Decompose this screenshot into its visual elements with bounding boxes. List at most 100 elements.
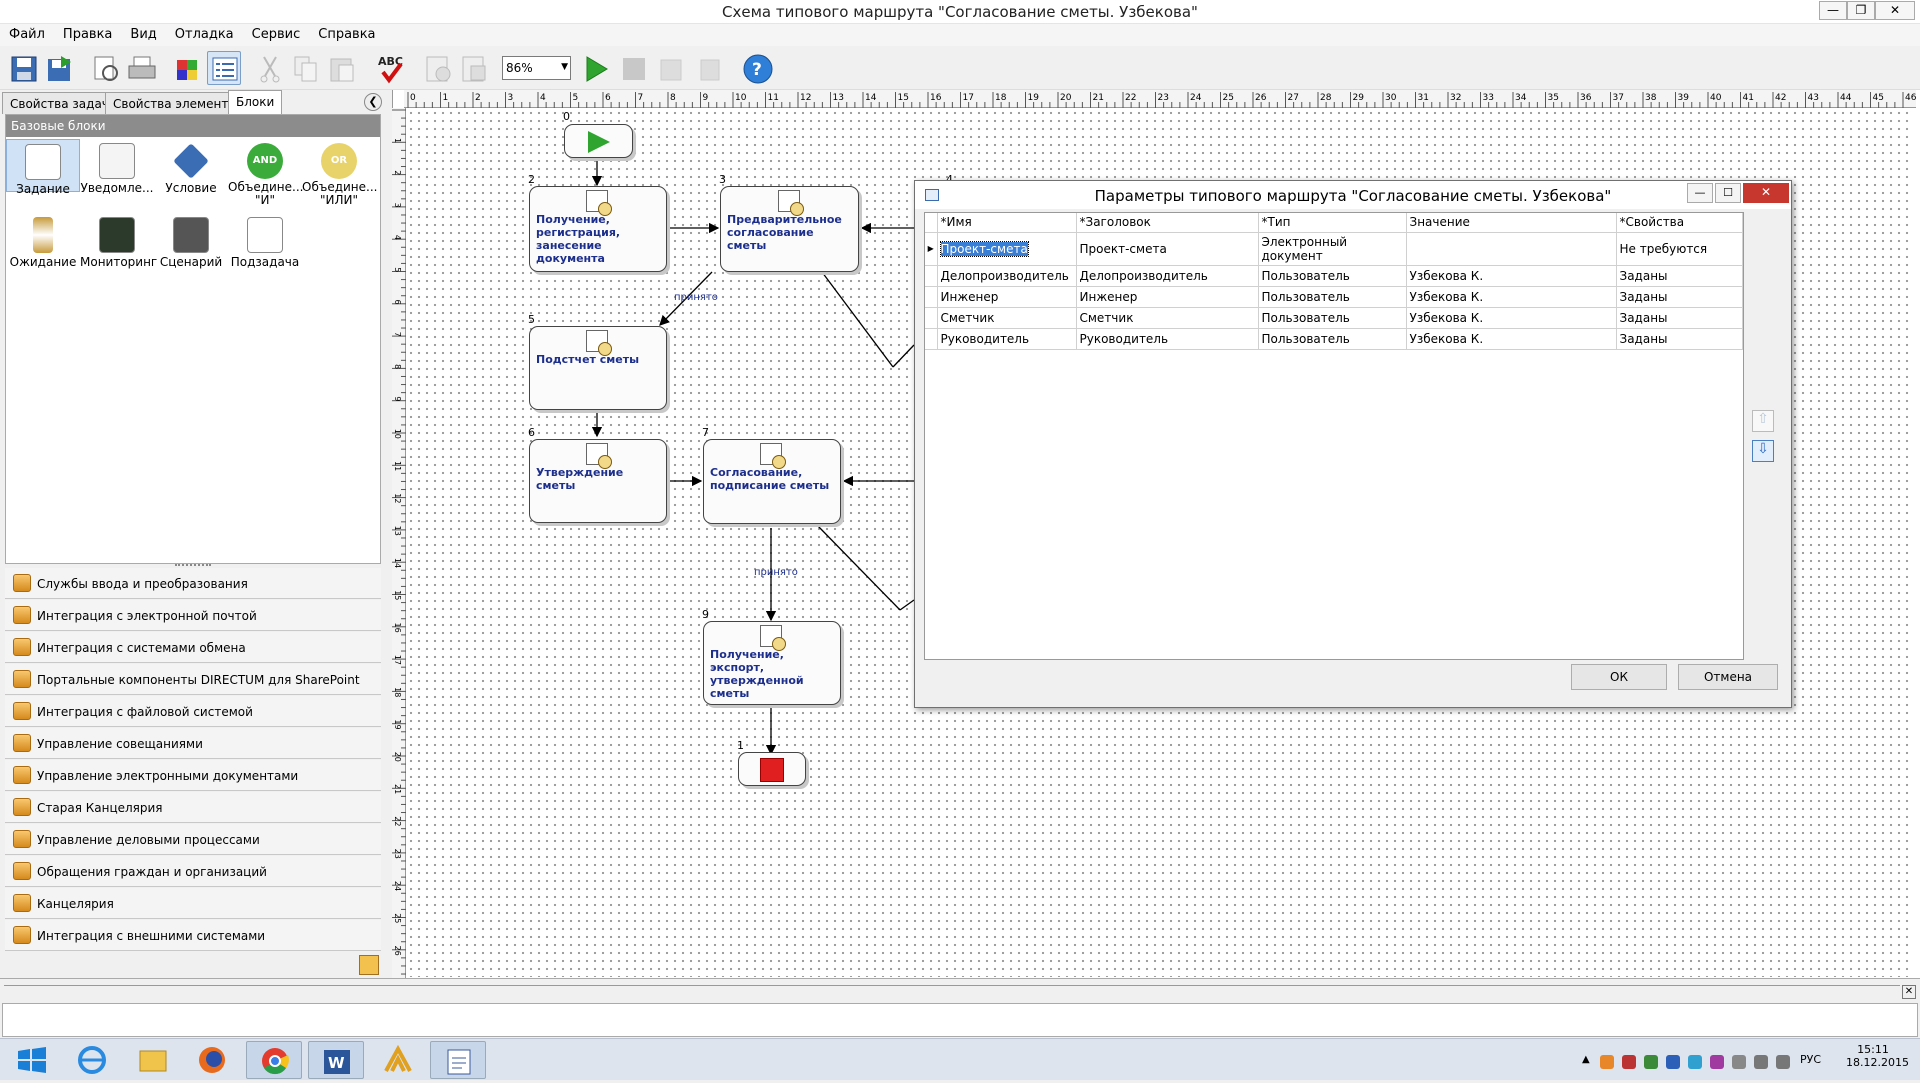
- table-cell[interactable]: [1406, 232, 1617, 266]
- copy-icon[interactable]: [288, 51, 322, 85]
- category-item[interactable]: Интеграция с системами обмена: [5, 632, 381, 663]
- tray-app-icon[interactable]: [1710, 1055, 1724, 1069]
- horizontal-scrollbar[interactable]: [4, 985, 1900, 993]
- dialog-close-button[interactable]: ✕: [1743, 183, 1789, 203]
- verify-icon[interactable]: [420, 51, 454, 85]
- category-item[interactable]: Службы ввода и преобразования: [5, 568, 381, 599]
- file-explorer-icon[interactable]: [124, 1041, 180, 1079]
- print-icon[interactable]: [124, 51, 158, 85]
- dialog-minimize-button[interactable]: —: [1687, 183, 1713, 203]
- category-item[interactable]: Интеграция с внешними системами: [5, 920, 381, 951]
- parameters-table[interactable]: *Имя *Заголовок *Тип Значение *Свойства …: [924, 212, 1744, 660]
- category-item[interactable]: Канцелярия: [5, 888, 381, 919]
- table-cell[interactable]: Проект-смета: [1076, 232, 1259, 266]
- block-subtask[interactable]: Подзадача: [228, 213, 302, 269]
- menu-help[interactable]: Справка: [318, 27, 376, 42]
- category-item[interactable]: Управление совещаниями: [5, 728, 381, 759]
- step-icon[interactable]: [654, 51, 688, 85]
- tray-app-icon[interactable]: [1644, 1055, 1658, 1069]
- block-condition[interactable]: Условие: [154, 139, 228, 195]
- category-settings-icon[interactable]: [359, 955, 379, 975]
- help-icon[interactable]: ?: [740, 51, 774, 85]
- table-cell[interactable]: Пользователь: [1258, 328, 1407, 350]
- tray-app-icon[interactable]: [1688, 1055, 1702, 1069]
- node-estimate-count[interactable]: Подстчет сметы: [529, 326, 667, 410]
- internet-explorer-icon[interactable]: [64, 1041, 120, 1079]
- ok-button[interactable]: ОК: [1571, 664, 1667, 690]
- category-item[interactable]: Интеграция с электронной почтой: [5, 600, 381, 631]
- table-cell[interactable]: Заданы: [1616, 286, 1743, 308]
- category-item[interactable]: Интеграция с файловой системой: [5, 696, 381, 727]
- menu-file[interactable]: Файл: [9, 27, 45, 42]
- column-header[interactable]: *Тип: [1258, 213, 1407, 233]
- end-node[interactable]: [738, 752, 806, 786]
- zoom-select[interactable]: 86%▼: [502, 56, 571, 80]
- tab-blocks[interactable]: Блоки: [228, 90, 283, 114]
- windows-start-icon[interactable]: [4, 1041, 60, 1079]
- start-node[interactable]: [564, 124, 633, 158]
- node-approval-signing[interactable]: Согласование, подписание сметы: [703, 439, 841, 524]
- collapse-panel-icon[interactable]: ❮: [364, 93, 382, 111]
- chrome-icon[interactable]: [246, 1041, 302, 1079]
- block-monitoring[interactable]: Мониторинг: [80, 213, 157, 269]
- table-cell[interactable]: Инженер: [1076, 286, 1259, 308]
- table-cell[interactable]: Узбекова К.: [1406, 286, 1617, 308]
- table-cell[interactable]: Делопроизводитель: [1076, 265, 1259, 287]
- tray-app-icon[interactable]: [1622, 1055, 1636, 1069]
- paste-icon[interactable]: [324, 51, 358, 85]
- run-icon[interactable]: [578, 51, 612, 85]
- category-item[interactable]: Управление электронными документами: [5, 760, 381, 791]
- table-cell[interactable]: Пользователь: [1258, 307, 1407, 329]
- category-item[interactable]: Старая Канцелярия: [5, 792, 381, 823]
- menu-view[interactable]: Вид: [130, 27, 157, 42]
- properties-icon[interactable]: [170, 51, 204, 85]
- minimize-button[interactable]: —: [1819, 1, 1847, 20]
- cancel-button[interactable]: Отмена: [1678, 664, 1778, 690]
- node-estimate-approve[interactable]: Утверждение сметы: [529, 439, 667, 523]
- report-icon[interactable]: [456, 51, 490, 85]
- category-item[interactable]: Управление деловыми процессами: [5, 824, 381, 855]
- tray-app-icon[interactable]: [1666, 1055, 1680, 1069]
- speaker-icon[interactable]: [1776, 1055, 1790, 1069]
- table-cell[interactable]: Заданы: [1616, 307, 1743, 329]
- menu-service[interactable]: Сервис: [251, 27, 301, 42]
- table-cell[interactable]: Инженер: [937, 286, 1077, 308]
- language-indicator[interactable]: РУС: [1800, 1053, 1822, 1066]
- category-item[interactable]: Портальные компоненты DIRECTUM для Share…: [5, 664, 381, 695]
- table-cell[interactable]: Заданы: [1616, 328, 1743, 350]
- table-cell[interactable]: Не требуются: [1616, 232, 1743, 266]
- move-up-icon[interactable]: ⇧: [1752, 410, 1774, 432]
- table-cell[interactable]: Электронный документ: [1258, 232, 1407, 266]
- network-icon[interactable]: [1754, 1055, 1768, 1069]
- table-cell[interactable]: Заданы: [1616, 265, 1743, 287]
- tray-app-icon[interactable]: [1600, 1055, 1614, 1069]
- save-close-icon[interactable]: [42, 51, 76, 85]
- block-wait[interactable]: Ожидание: [6, 213, 80, 269]
- block-script[interactable]: Сценарий: [154, 213, 228, 269]
- word-icon[interactable]: W: [308, 1041, 364, 1079]
- tab-task-properties[interactable]: Свойства задачи: [2, 92, 125, 114]
- table-cell[interactable]: Узбекова К.: [1406, 265, 1617, 287]
- step-over-icon[interactable]: [692, 51, 726, 85]
- dialog-maximize-button[interactable]: ☐: [1715, 183, 1741, 203]
- table-cell[interactable]: Проект-смета: [937, 232, 1077, 266]
- spellcheck-icon[interactable]: ABC: [374, 51, 408, 85]
- move-down-icon[interactable]: ⇩: [1752, 440, 1774, 462]
- tray-expand-icon[interactable]: ▲: [1582, 1054, 1590, 1065]
- table-cell[interactable]: Пользователь: [1258, 265, 1407, 287]
- close-button[interactable]: ✕: [1875, 1, 1915, 20]
- cut-icon[interactable]: [252, 51, 286, 85]
- table-cell[interactable]: Пользователь: [1258, 286, 1407, 308]
- category-item[interactable]: Обращения граждан и организаций: [5, 856, 381, 887]
- flag-icon[interactable]: [1732, 1055, 1746, 1069]
- node-preliminary-approval[interactable]: Предварительное согласование сметы: [720, 186, 859, 272]
- route-editor-icon[interactable]: [430, 1041, 486, 1079]
- directum-icon[interactable]: [370, 1041, 426, 1079]
